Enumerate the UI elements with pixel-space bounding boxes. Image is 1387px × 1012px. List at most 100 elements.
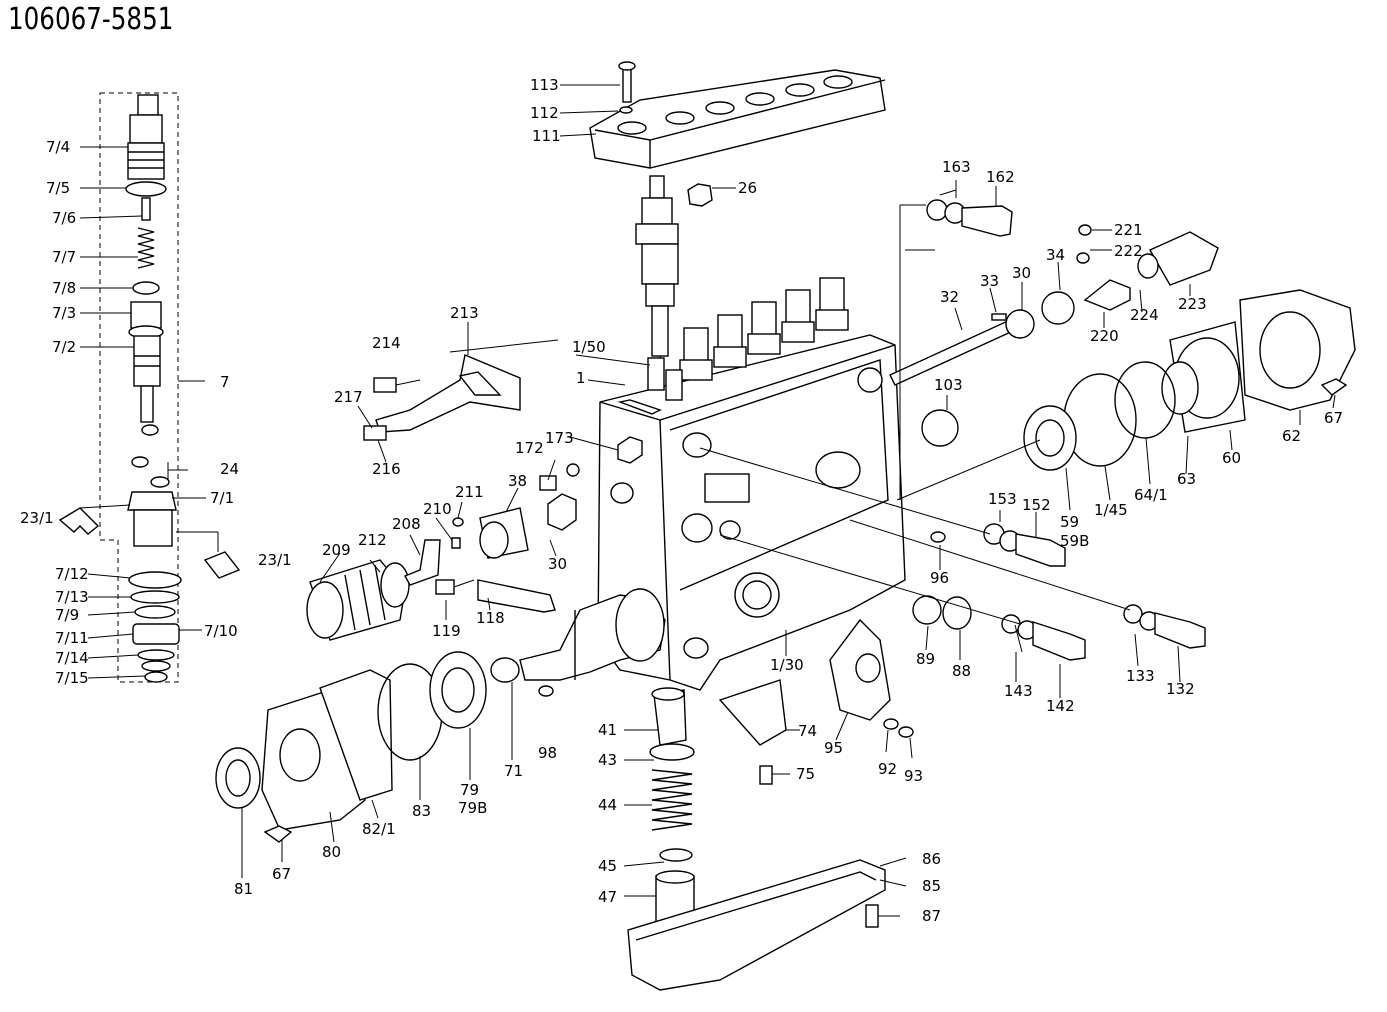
label-7-13: 7/13 — [55, 588, 89, 606]
label-213: 213 — [450, 304, 479, 322]
label-64-1: 64/1 — [1134, 486, 1168, 504]
label-208: 208 — [392, 515, 421, 533]
governor-parts — [306, 436, 643, 641]
label-111: 111 — [532, 127, 561, 145]
label-212: 212 — [358, 531, 387, 549]
label-98: 98 — [538, 744, 557, 762]
leader-lines-left — [79, 146, 206, 679]
label-89: 89 — [916, 650, 935, 668]
label-44: 44 — [598, 796, 617, 814]
label-7-2: 7/2 — [52, 338, 76, 356]
label-112: 112 — [530, 104, 559, 122]
label-92: 92 — [878, 760, 897, 778]
label-118: 118 — [476, 609, 505, 627]
label-224: 224 — [1130, 306, 1159, 324]
part-labels: 7/4 7/5 7/6 7/7 7/8 7/3 7/2 7 24 7/1 23/… — [20, 76, 1343, 925]
label-173: 173 — [545, 429, 574, 447]
label-79b: 79B — [458, 799, 487, 817]
label-67-left: 67 — [272, 865, 291, 883]
label-96: 96 — [930, 569, 949, 587]
label-7-3: 7/3 — [52, 304, 76, 322]
label-38: 38 — [508, 472, 527, 490]
label-63: 63 — [1177, 470, 1196, 488]
bearing-end-parts — [215, 651, 554, 878]
label-211: 211 — [455, 483, 484, 501]
label-23-1-left: 23/1 — [20, 509, 54, 527]
top-cover-111 — [559, 61, 886, 169]
label-60: 60 — [1222, 449, 1241, 467]
label-74: 74 — [798, 722, 817, 740]
label-1-30: 1/30 — [770, 656, 804, 674]
label-220: 220 — [1090, 327, 1119, 345]
label-41: 41 — [598, 721, 617, 739]
label-67-right: 67 — [1324, 409, 1343, 427]
label-132: 132 — [1166, 680, 1195, 698]
camshaft-71 — [490, 588, 666, 683]
rack-and-linkage — [889, 199, 1219, 500]
label-26: 26 — [738, 179, 757, 197]
label-86: 86 — [922, 850, 941, 868]
label-24: 24 — [220, 460, 239, 478]
label-7-15: 7/15 — [55, 669, 89, 687]
label-75: 75 — [796, 765, 815, 783]
label-214: 214 — [372, 334, 401, 352]
label-119: 119 — [432, 622, 461, 640]
label-7-10: 7/10 — [204, 622, 238, 640]
label-7-14: 7/14 — [55, 649, 89, 667]
label-33: 33 — [980, 272, 999, 290]
label-43: 43 — [598, 751, 617, 769]
label-62: 62 — [1282, 427, 1301, 445]
label-216: 216 — [372, 460, 401, 478]
label-163: 163 — [942, 158, 971, 176]
label-7-12: 7/12 — [55, 565, 89, 583]
label-222: 222 — [1114, 242, 1143, 260]
label-1-50: 1/50 — [572, 338, 606, 356]
label-7-4: 7/4 — [46, 138, 70, 156]
diagram-title: 106067-5851 — [8, 2, 174, 37]
label-7-8: 7/8 — [52, 279, 76, 297]
label-88: 88 — [952, 662, 971, 680]
pump-housing — [597, 277, 906, 691]
label-209: 209 — [322, 541, 351, 559]
label-143: 143 — [1004, 682, 1033, 700]
label-217: 217 — [334, 388, 363, 406]
label-133: 133 — [1126, 667, 1155, 685]
element-assembly-group — [58, 92, 241, 683]
label-7-6: 7/6 — [52, 209, 76, 227]
label-103: 103 — [934, 376, 963, 394]
right-bolts — [699, 439, 1206, 661]
label-162: 162 — [986, 168, 1015, 186]
label-81: 81 — [234, 880, 253, 898]
label-85: 85 — [922, 877, 941, 895]
label-210: 210 — [423, 500, 452, 518]
label-30-right: 30 — [1012, 264, 1031, 282]
label-223: 223 — [1178, 295, 1207, 313]
label-172: 172 — [515, 439, 544, 457]
governor-housing-62 — [1023, 289, 1356, 471]
label-71: 71 — [504, 762, 523, 780]
label-34: 34 — [1046, 246, 1065, 264]
tappet-parts — [623, 618, 914, 991]
label-7-7: 7/7 — [52, 248, 76, 266]
label-79: 79 — [460, 781, 479, 799]
label-87: 87 — [922, 907, 941, 925]
label-93: 93 — [904, 767, 923, 785]
label-1: 1 — [576, 369, 586, 387]
label-113: 113 — [530, 76, 559, 94]
label-80: 80 — [322, 843, 341, 861]
label-23-1-right: 23/1 — [258, 551, 292, 569]
label-95: 95 — [824, 739, 843, 757]
label-7-5: 7/5 — [46, 179, 70, 197]
label-59: 59 — [1060, 513, 1079, 531]
label-1-45: 1/45 — [1094, 501, 1128, 519]
label-83: 83 — [412, 802, 431, 820]
label-7-9: 7/9 — [55, 606, 79, 624]
label-30-left: 30 — [548, 555, 567, 573]
label-7-11: 7/11 — [55, 629, 89, 647]
label-7-1: 7/1 — [210, 489, 234, 507]
label-45: 45 — [598, 857, 617, 875]
label-32: 32 — [940, 288, 959, 306]
label-7: 7 — [220, 373, 230, 391]
label-221: 221 — [1114, 221, 1143, 239]
